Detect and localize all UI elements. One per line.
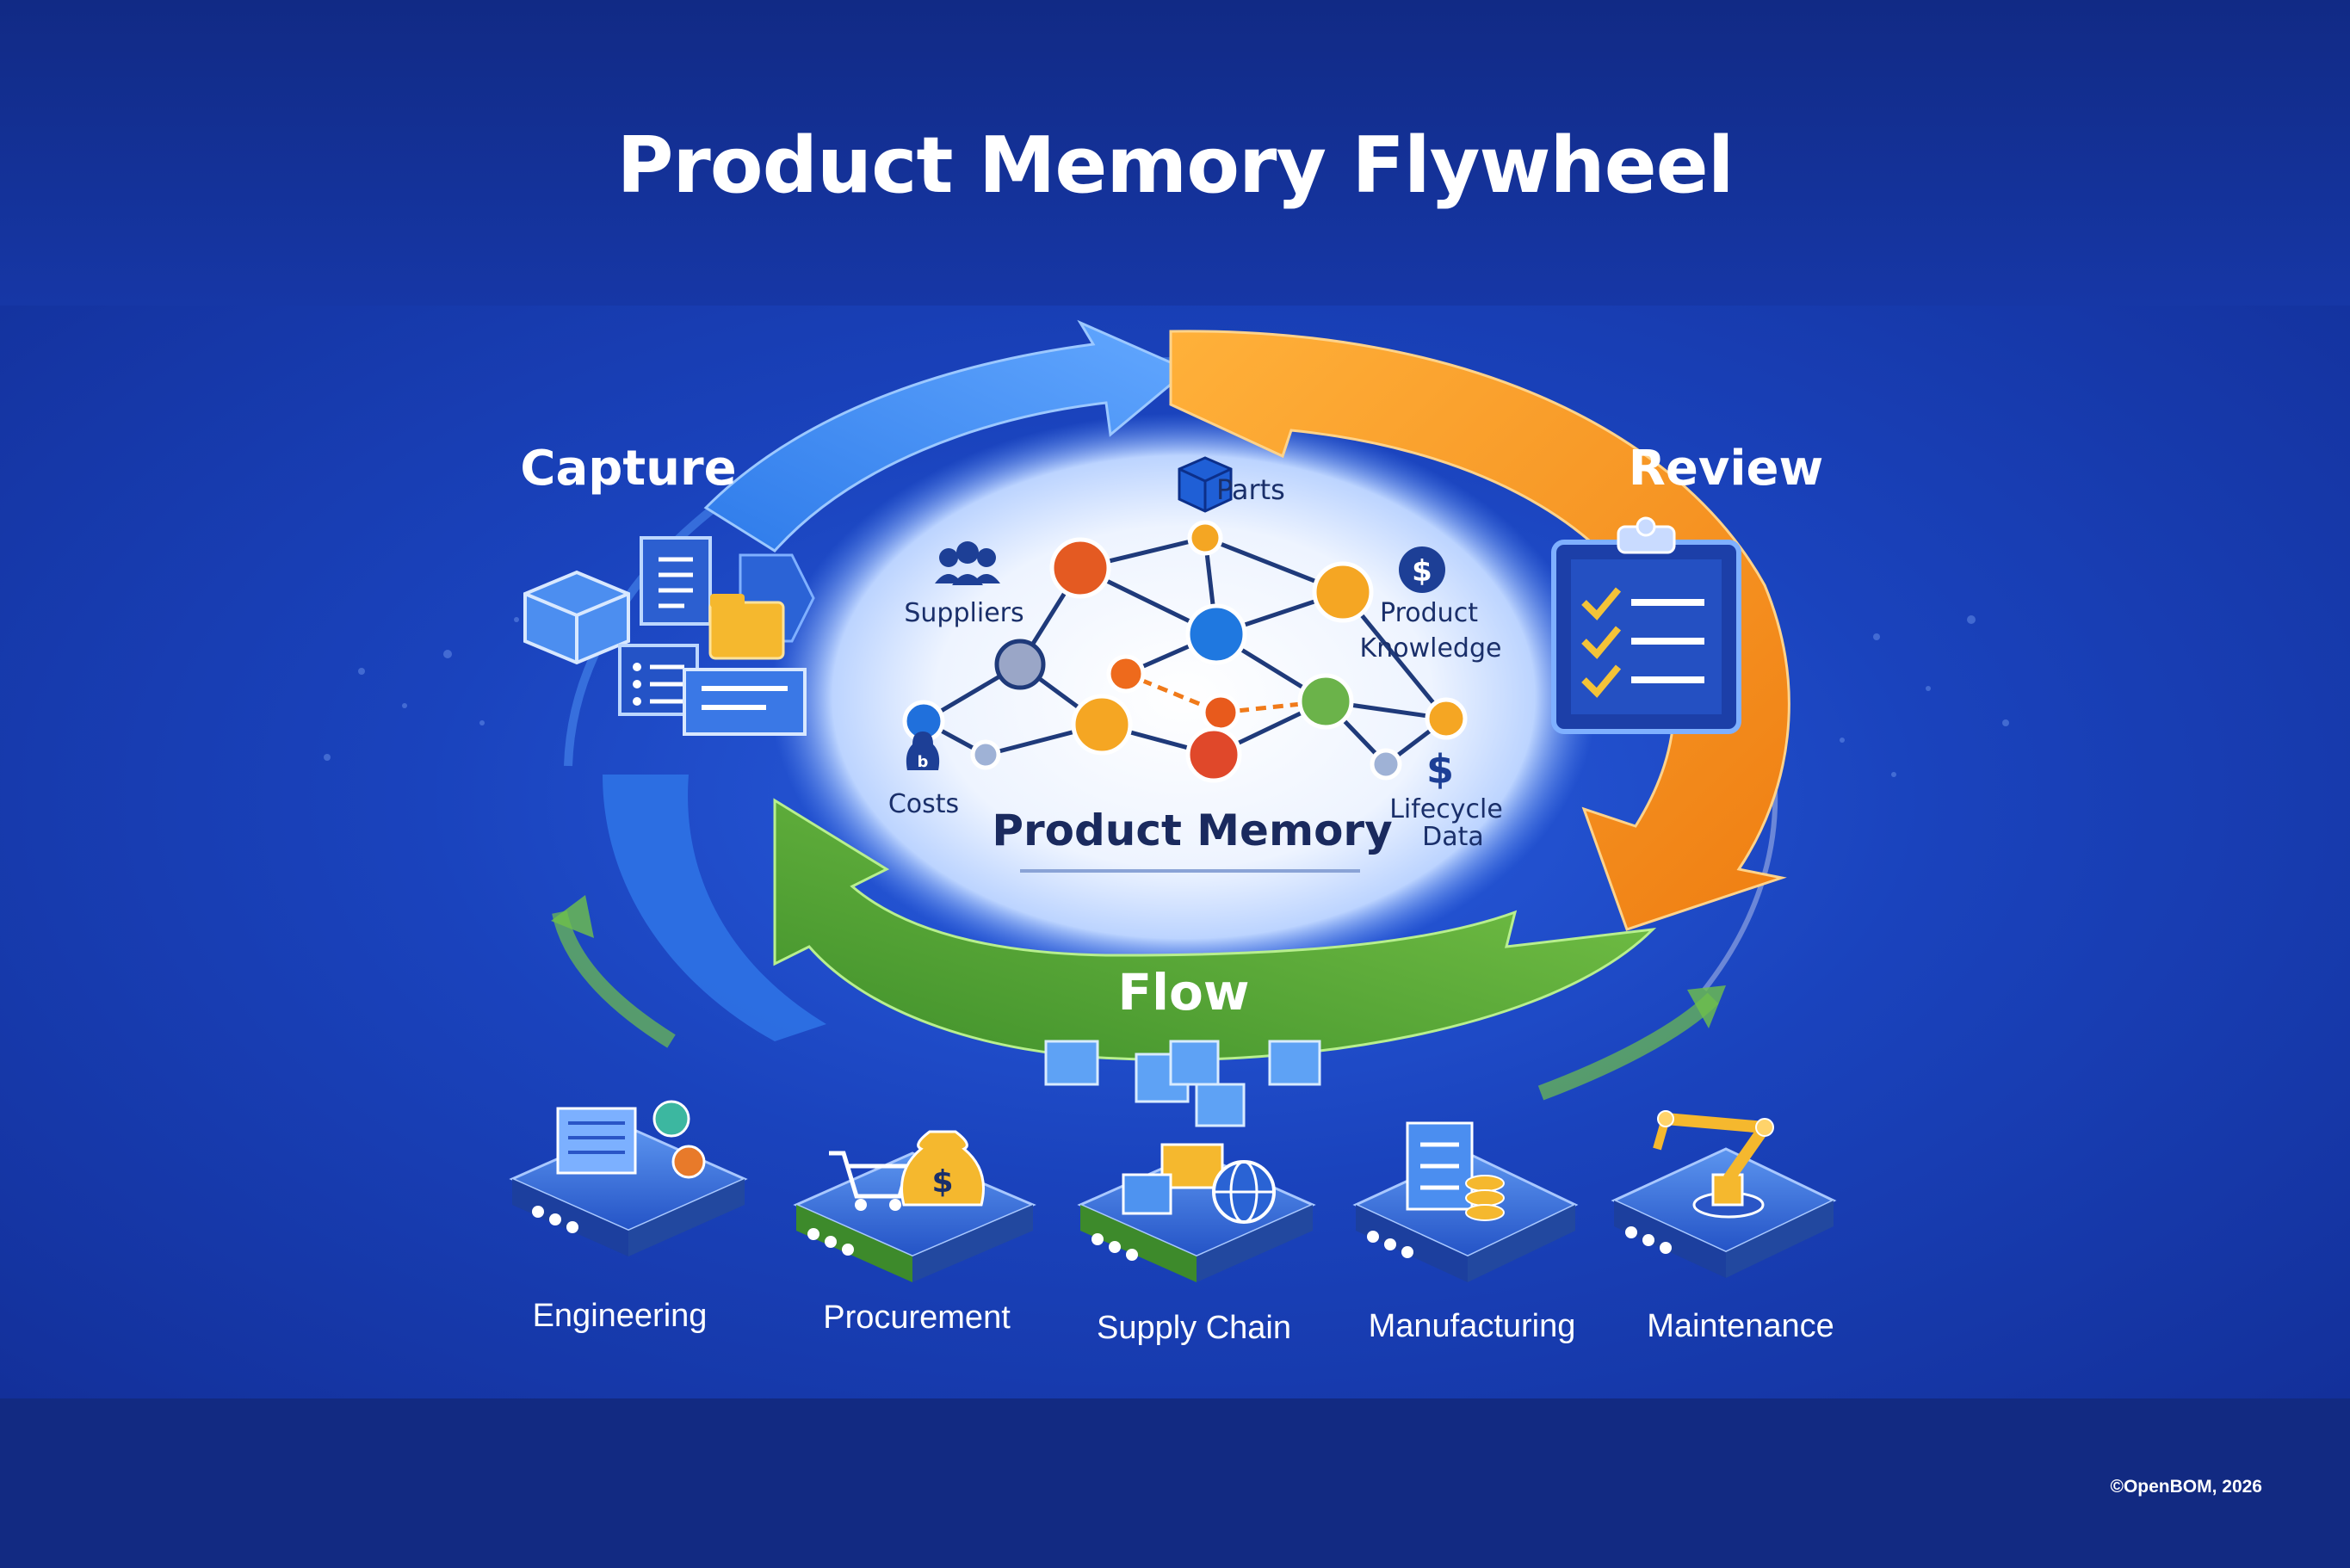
supply-chain-platform — [1077, 1143, 1316, 1282]
capture-arrow-lower — [603, 775, 826, 1041]
node-orange-right — [1425, 697, 1468, 740]
department-label-manufacturing: Manufacturing — [1369, 1308, 1576, 1344]
node-orange — [1312, 561, 1374, 623]
flow-label: Flow — [1118, 963, 1250, 1022]
product-memory-title: Product Memory — [992, 806, 1392, 855]
costs-icon: b — [906, 732, 940, 771]
maintenance-platform — [1611, 1110, 1837, 1278]
parts-icon — [1178, 456, 1233, 513]
procurement-platform: $ — [793, 1130, 1036, 1282]
node-blue — [1185, 603, 1247, 665]
node-orange-red — [1049, 537, 1111, 599]
svg-text:$: $ — [1412, 554, 1432, 589]
department-label-maintenance: Maintenance — [1647, 1308, 1834, 1344]
product-knowledge-label-line1: Product — [1380, 598, 1478, 628]
department-label-supply-chain: Supply Chain — [1097, 1310, 1291, 1346]
flow-return-arrow-right — [1537, 992, 1719, 1101]
node-orange-mid — [1071, 694, 1133, 756]
knowledge-link-dashed — [1125, 671, 1327, 715]
svg-text:$: $ — [1426, 746, 1454, 793]
department-label-procurement: Procurement — [823, 1299, 1011, 1336]
flow-return-arrowhead-right — [1687, 985, 1726, 1028]
flow-return-arrowhead-left — [551, 895, 594, 938]
node-green — [1297, 673, 1354, 730]
copyright-notice: ©OpenBOM, 2026 — [2110, 1477, 2262, 1497]
flywheel-svg: Capture Review Flow — [324, 319, 2009, 1346]
capture-arrow — [703, 319, 1190, 553]
engineering-platform — [509, 1100, 748, 1256]
node-red — [1185, 726, 1242, 783]
lifecycle-label-line1: Lifecycle — [1389, 794, 1503, 824]
product-knowledge-label-line2: Knowledge — [1360, 633, 1502, 664]
flow-arrow — [773, 798, 1657, 1061]
svg-text:$: $ — [931, 1164, 953, 1200]
department-label-engineering: Engineering — [533, 1298, 708, 1334]
node-grey-right — [1370, 748, 1402, 781]
node-grey — [994, 639, 1046, 690]
procurement-icon: $ — [829, 1130, 985, 1211]
flow-cubes-icon — [1044, 1040, 1321, 1127]
review-clipboard-icon — [1551, 516, 1741, 734]
supply-chain-icon — [1122, 1143, 1276, 1224]
node-grey-small — [970, 739, 1001, 770]
page-title: Product Memory Flywheel — [616, 120, 1734, 211]
node-small-orange — [1187, 520, 1223, 556]
product-knowledge-dollar-icon: $ — [1399, 546, 1445, 593]
manufacturing-platform — [1352, 1121, 1579, 1282]
node-red-small — [1201, 693, 1240, 732]
parts-label: Parts — [1216, 473, 1285, 506]
footer-band — [0, 1398, 2350, 1568]
lifecycle-label-line2: Data — [1422, 822, 1484, 852]
capture-label: Capture — [520, 441, 736, 497]
capture-documents-icon — [523, 536, 815, 736]
suppliers-icon — [935, 541, 1000, 585]
header-band: Product Memory Flywheel — [0, 0, 2350, 306]
review-label: Review — [1629, 441, 1824, 497]
engineering-icon — [556, 1100, 706, 1179]
review-arrow — [1169, 330, 1790, 931]
node-small-red — [1106, 654, 1146, 694]
flywheel-diagram: Capture Review Flow — [0, 306, 2350, 1398]
suppliers-label: Suppliers — [904, 598, 1023, 628]
maintenance-icon — [1653, 1110, 1774, 1219]
costs-label: Costs — [888, 789, 959, 819]
sparkle-particles — [324, 615, 2009, 777]
knowledge-nodes — [902, 520, 1468, 783]
lifecycle-dollar-icon: $ — [1426, 746, 1454, 793]
manufacturing-icon — [1406, 1121, 1505, 1221]
svg-text:b: b — [918, 753, 929, 771]
flow-return-arrow-left — [552, 911, 676, 1048]
